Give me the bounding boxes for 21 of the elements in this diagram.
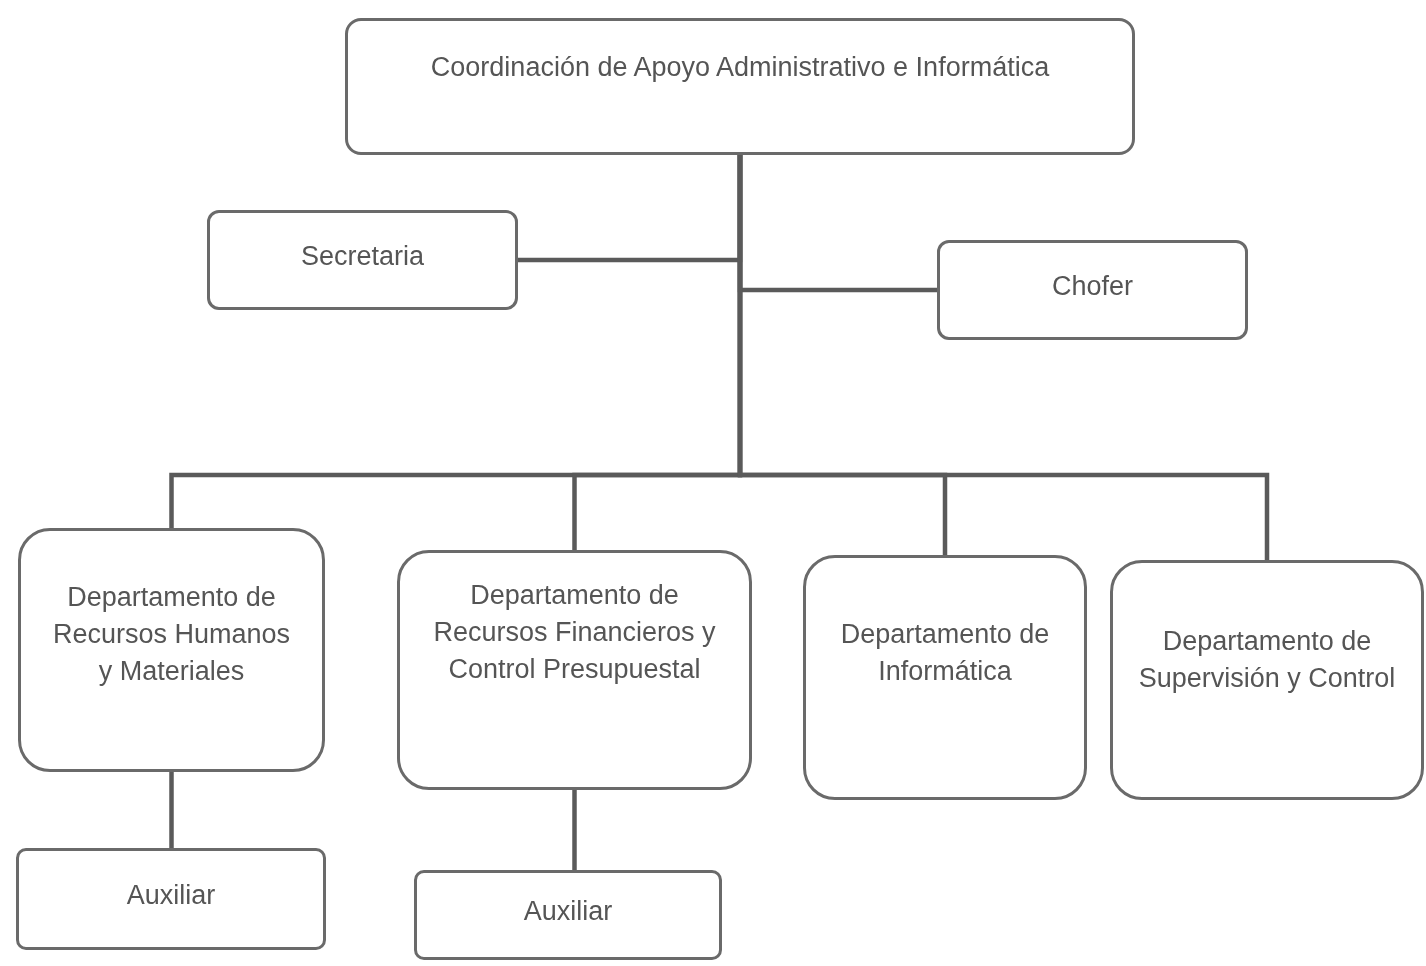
box-title: Secretaria [300,239,425,273]
box-title: Coordinación de Apoyo Administrativo e Informática [430,51,1050,84]
box-title: Departamento de Informática [839,618,1051,688]
org-box [414,870,722,960]
org-box [16,848,326,950]
box-title: Departamento de Recursos Financieros y Control Presupuestal [432,579,717,686]
org-box [937,240,1248,340]
org-box [18,528,325,772]
connector-line [737,155,1270,560]
org-box [1110,560,1424,800]
org-box [207,210,518,310]
connector-line [169,772,174,848]
box-title: Departamento de Recursos Humanos y Materiales [51,581,292,688]
box-title: Auxiliar [523,894,613,928]
box-title: Chofer [1051,269,1133,303]
box-title: Auxiliar [126,878,216,912]
org-box [397,550,752,790]
connector-line [572,790,577,870]
box-title: Departamento de Supervisión y Control [1137,625,1397,695]
org-box [803,555,1087,800]
org-box [345,18,1135,155]
